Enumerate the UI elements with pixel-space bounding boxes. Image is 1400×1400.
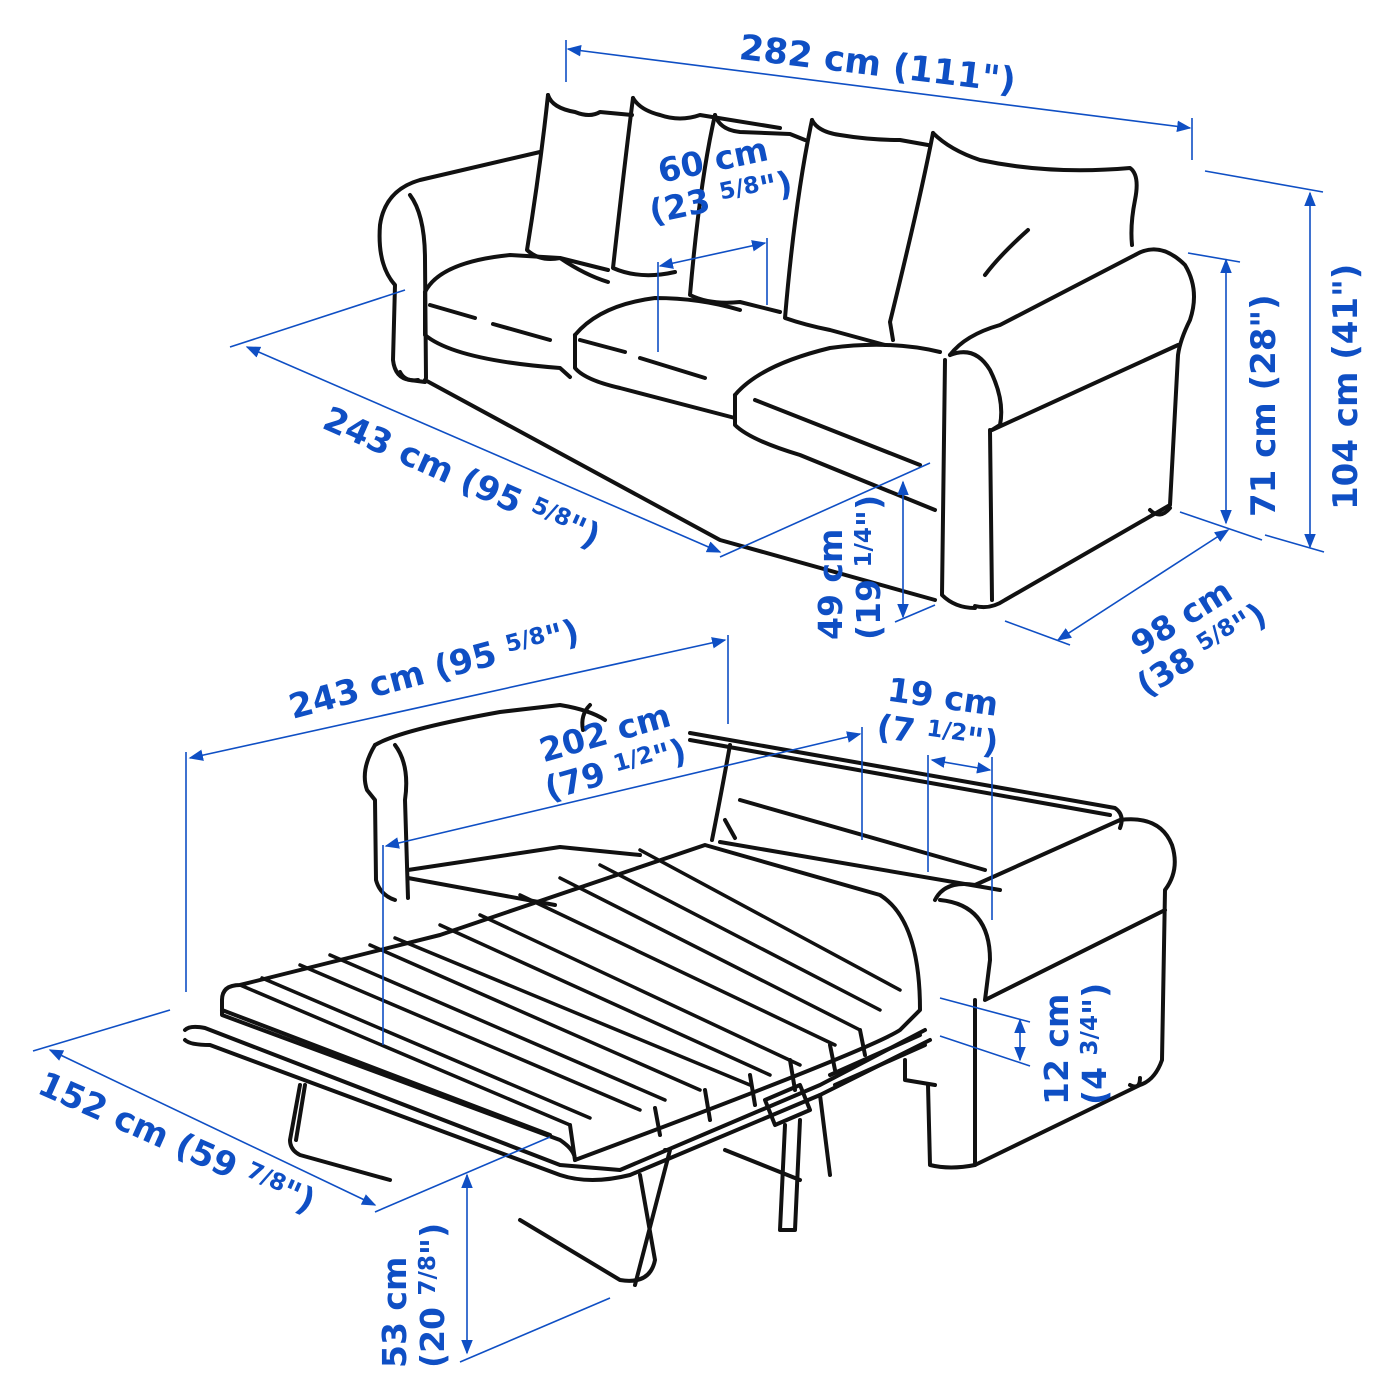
dim-metric: 12 cm xyxy=(1037,993,1076,1105)
dim-imperial: (28") xyxy=(1244,294,1284,391)
dim-bed-height: 53 cm (20 7/8") xyxy=(375,1222,452,1368)
dim-metric: 49 cm xyxy=(811,528,850,640)
dim-metric: 104 cm xyxy=(1326,371,1366,510)
dim-metric: 71 cm xyxy=(1244,402,1284,517)
dim-mattress-thickness: 12 cm (4 3/4") xyxy=(1037,982,1114,1105)
dim-total-height: 104 cm (41") xyxy=(1326,263,1366,510)
dim-imperial: (4 3/4") xyxy=(1074,982,1114,1105)
dim-imperial: (41") xyxy=(1326,263,1366,360)
dim-imperial: (19 1/4") xyxy=(848,494,888,640)
dim-imperial: (20 7/8") xyxy=(412,1222,452,1368)
dim-arm-height: 71 cm (28") xyxy=(1244,294,1284,517)
dim-seat-height: 49 cm (19 1/4") xyxy=(811,494,888,640)
dim-metric: 53 cm xyxy=(375,1256,414,1368)
